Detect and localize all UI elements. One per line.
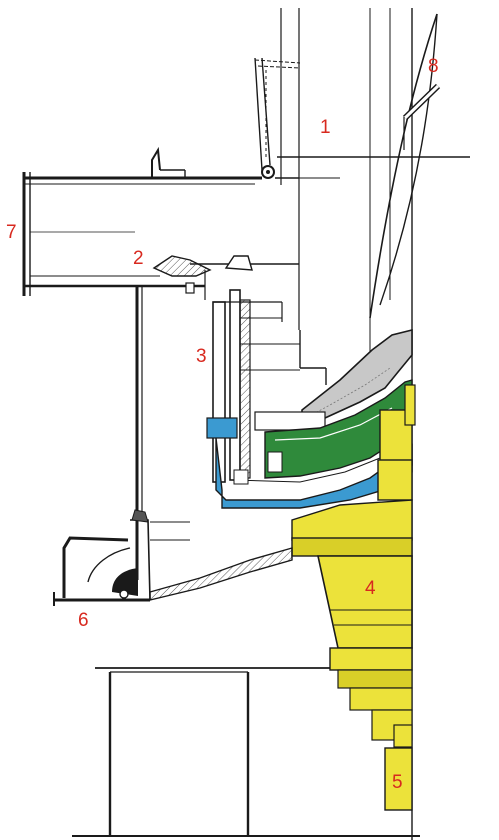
upper-gate-1 (254, 57, 301, 179)
label-2: 2 (133, 248, 144, 269)
upper-duct-7 (22, 146, 299, 296)
diverter-2 (152, 255, 253, 300)
generator-rotor-4 (291, 384, 416, 741)
label-7: 7 (6, 222, 17, 243)
callout-labels: 1 2 3 4 5 6 7 8 (6, 56, 439, 793)
foundation-frame (72, 667, 420, 837)
hanger-column (135, 286, 143, 580)
label-8: 8 (428, 56, 439, 77)
blade-guide-8 (369, 13, 441, 319)
shaft-5 (384, 724, 413, 811)
label-4: 4 (365, 578, 376, 599)
label-1: 1 (320, 117, 331, 138)
lower-vane (149, 521, 293, 601)
label-5: 5 (392, 772, 403, 793)
label-6: 6 (78, 610, 89, 631)
green-ring (264, 379, 413, 479)
spiral-casing-6 (53, 509, 151, 606)
label-3: 3 (196, 346, 207, 367)
grey-shell (254, 328, 413, 432)
